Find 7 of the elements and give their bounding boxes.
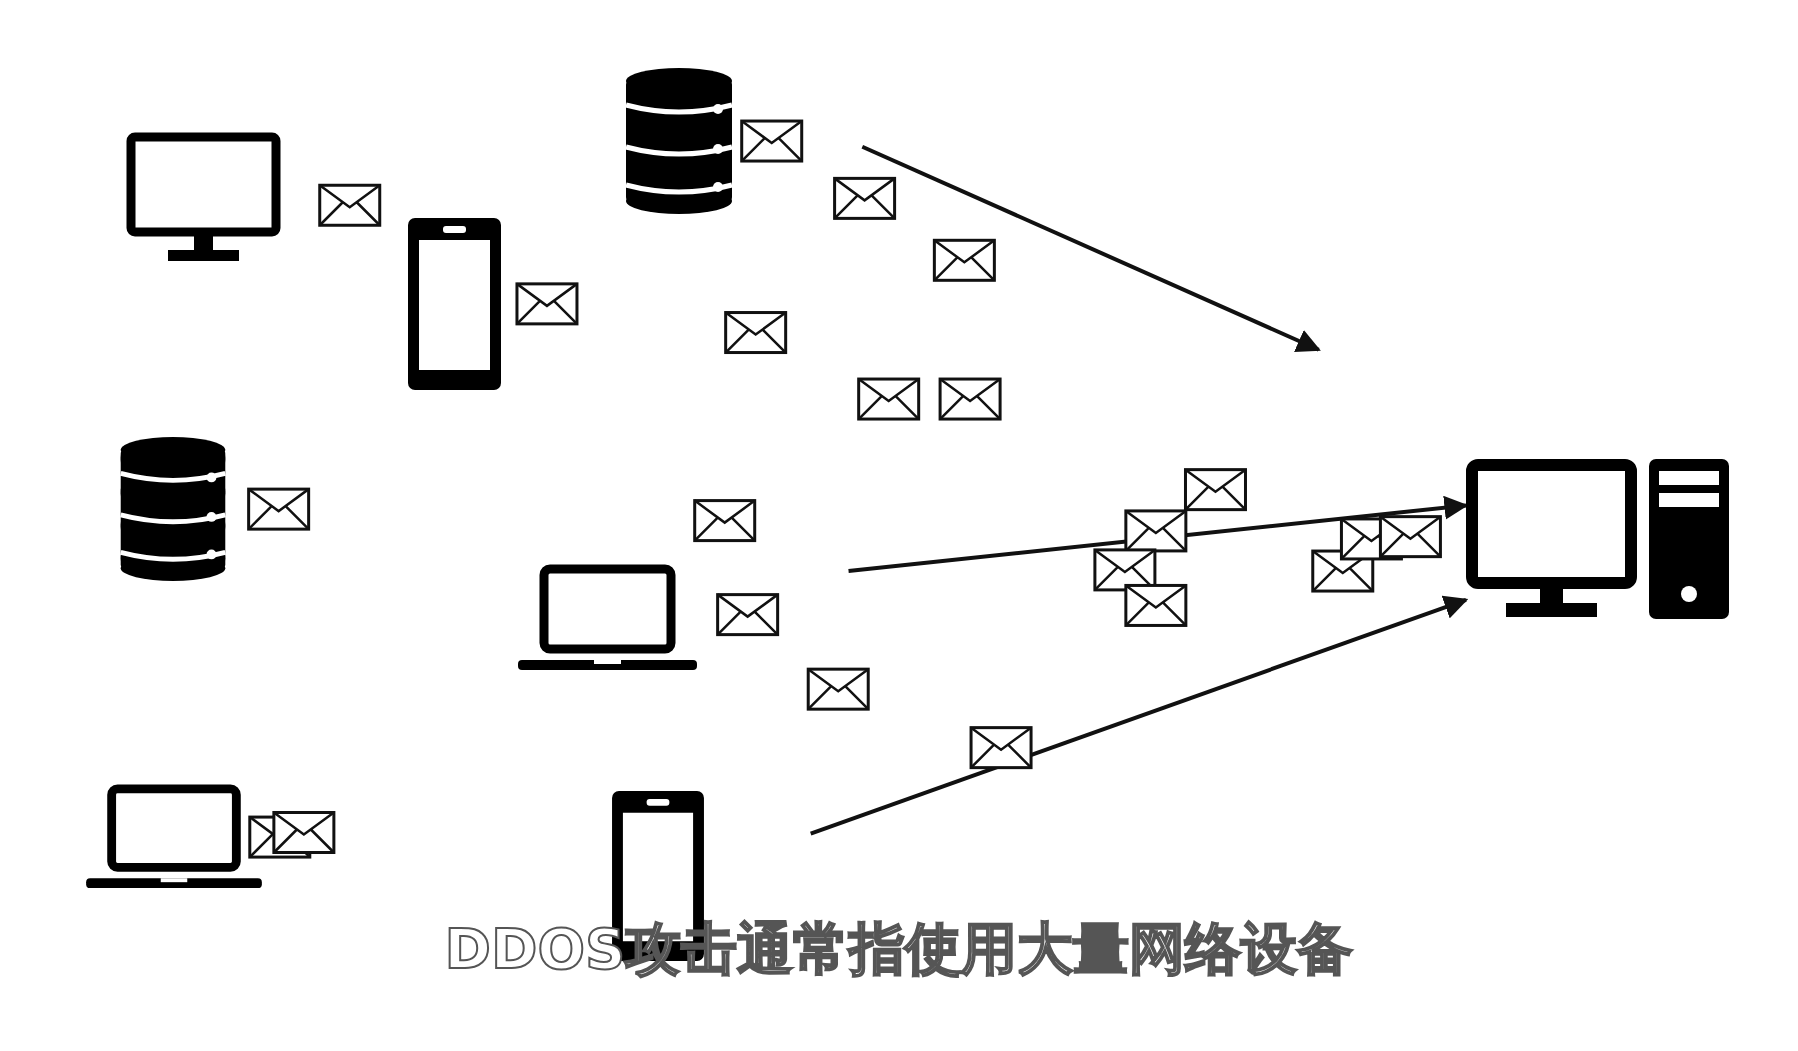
desktop-computer-icon xyxy=(1466,459,1729,619)
server-icon xyxy=(118,436,228,583)
server-icon xyxy=(624,67,734,216)
phone-icon xyxy=(408,218,501,390)
arrow xyxy=(848,495,1469,574)
monitor-icon xyxy=(126,132,281,264)
arrow xyxy=(810,595,1469,836)
